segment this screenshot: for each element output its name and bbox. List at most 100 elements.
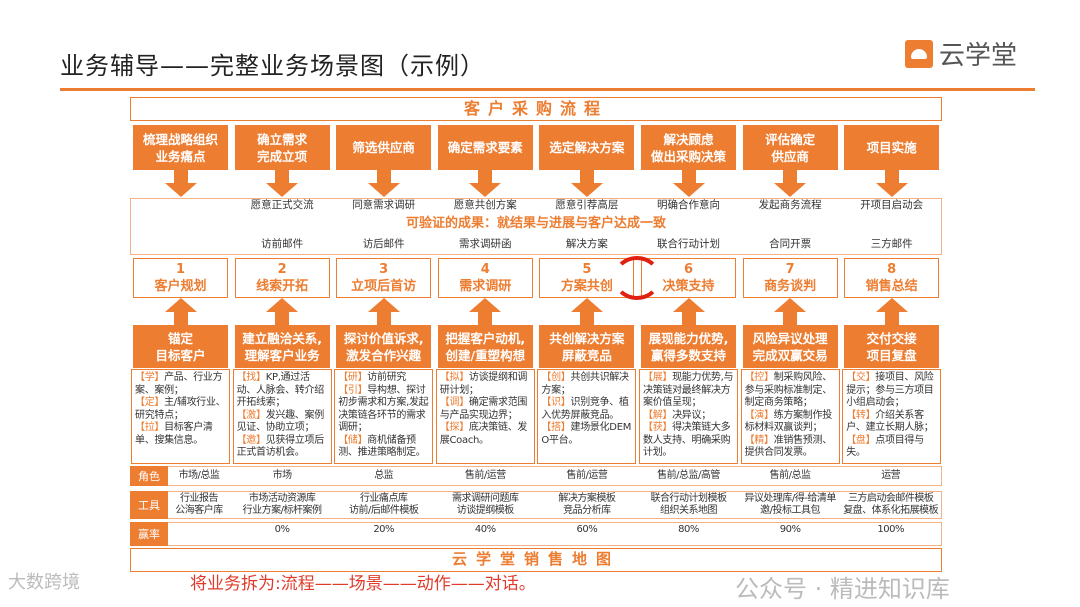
detail-text: 目标客户清单、搜集信息。 — [135, 422, 213, 446]
detail-key: 【激】 — [236, 409, 266, 421]
detail-key: 【调】 — [439, 397, 469, 408]
detail-text: 练方案制作投标材料双赢谈判； — [744, 409, 833, 434]
row-cell-role: 售前/运营 — [464, 470, 506, 481]
arrow-down-icon — [164, 183, 197, 197]
detail-text: 制采购风险、参与采购标准制定、制定商务策略； — [744, 372, 833, 408]
arrow-stem — [681, 170, 696, 184]
detail-key: 【邀】 — [236, 434, 266, 446]
slogan: 将业务拆为:流程——场景——动作——对话。 — [190, 574, 536, 594]
arrow-stem — [579, 170, 594, 184]
milestone: 愿意正式交流 — [250, 199, 314, 211]
detail-text: 共创共识解决方案； — [541, 372, 629, 396]
page-title: 业务辅导——完整业务场景图（示例） — [60, 52, 485, 80]
detail-text: 访谈提纲和调研计划； — [439, 372, 528, 396]
detail-box: 【学】产品、行业方案、案例；【定】主/辅攻行业、研究特点；【拉】目标客户清单、搜… — [131, 369, 230, 464]
detail-box: 【展】现能力优势,与决策链对最终解决方案价值呈现；【解】决异议；【获】得决策链大… — [639, 369, 738, 464]
deliverable: 访前邮件 — [261, 238, 304, 250]
flow-step: 项目实施 — [844, 125, 940, 170]
arrow-down-icon — [266, 183, 299, 197]
row-label-tools: 工具 — [130, 491, 168, 519]
stage-number: 3 — [379, 262, 389, 277]
arrow-up-icon — [570, 298, 603, 312]
stage-number: 2 — [277, 262, 287, 277]
stage-number: 4 — [480, 262, 490, 277]
flow-step: 梳理战略组织 业务痛点 — [133, 125, 228, 170]
flow-step: 确定需求要素 — [437, 125, 533, 170]
flow-step: 筛选供应商 — [336, 125, 432, 170]
detail-text: 见获得立项后正式首访机会。 — [236, 434, 325, 459]
stage-label: 销售总结 — [865, 279, 918, 294]
stage-number: 8 — [887, 262, 897, 277]
verify-text: 可验证的成果：就结果与进展与客户达成一致 — [405, 216, 666, 231]
row-cell-role: 市场 — [272, 470, 293, 481]
detail-text: 发兴趣、案例见证、协助立项； — [236, 409, 325, 434]
stage-number: 7 — [785, 262, 795, 277]
detail-key: 【研】 — [338, 372, 368, 383]
detail-text: 识别竞争、植入优势屏蔽竞品。 — [541, 397, 629, 421]
row-cell-tools: 异议处理库/得-给清单 邀/投标工具包 — [744, 493, 836, 516]
row-cell-tools: 解决方案模板 竞品分析库 — [558, 493, 616, 516]
row-cell-role: 总监 — [374, 470, 394, 481]
detail-key: 【展】 — [643, 372, 673, 383]
detail-key: 【搭】 — [541, 422, 571, 433]
stage-box: 8 销售总结 — [844, 258, 940, 298]
deliverable: 需求调研函 — [459, 238, 512, 250]
action-box: 把握客户动机, 创建/重塑构想 — [437, 325, 533, 368]
deliverable: 三方邮件 — [870, 238, 913, 250]
arrow-down-icon — [570, 183, 603, 197]
detail-key: 【学】 — [135, 372, 165, 383]
row-cell-winrate: 90% — [779, 524, 801, 535]
arrow-down-icon — [367, 183, 400, 197]
deliverable: 访后邮件 — [362, 238, 405, 250]
row-cell-role: 运营 — [881, 470, 901, 481]
deliverable: 解决方案 — [565, 238, 608, 250]
detail-text: KP,通过活动、人脉会、转介绍开拓线索； — [236, 372, 325, 408]
arrow-up-icon — [875, 298, 908, 312]
milestone: 愿意共创方案 — [453, 199, 517, 211]
detail-key: 【交】 — [846, 372, 876, 383]
arrow-stem — [173, 170, 188, 184]
detail-text: 建场景化DEMO平台。 — [541, 422, 632, 446]
row-cell-role: 售前/总监 — [769, 470, 811, 481]
flow-step: 评估确定 供应商 — [742, 125, 838, 170]
flow-title: 客户采购流程 — [130, 97, 942, 121]
cycle-arrow-icon — [613, 256, 661, 300]
row-label-winrate: 赢率 — [130, 522, 168, 546]
watermark: 公众号 · 精进知识库 — [735, 575, 950, 603]
detail-box: 【交】接项目、风险提示；参与三方项目小组启动会；【转】介绍关系客户、建立长期人脉… — [842, 369, 942, 464]
detail-key: 【精】 — [744, 434, 774, 446]
detail-key: 【识】 — [541, 397, 571, 408]
watermark: 大数跨境 — [8, 572, 80, 593]
detail-text: 点项目得与失。 — [846, 434, 924, 459]
arrow-up-icon — [672, 298, 705, 312]
arrow-stem — [275, 170, 290, 184]
milestone: 愿意引荐高层 — [555, 199, 619, 211]
milestone: 开项目启动会 — [860, 199, 924, 211]
arrow-up-icon — [774, 298, 807, 312]
arrow-stem — [783, 170, 798, 184]
arrow-up-icon — [164, 298, 197, 312]
detail-text: 介绍关系客户、建立长期人脉； — [846, 409, 934, 434]
row-cell-winrate: 80% — [678, 524, 699, 535]
detail-box: 【创】共创共识解决方案；【识】识别竞争、植入优势屏蔽竞品。【搭】建场景化DEMO… — [537, 369, 637, 464]
detail-text: 导构想、探讨初步需求和方案,发起决策链各环节的需求调研； — [338, 384, 429, 434]
arrow-stem — [478, 170, 493, 184]
action-box: 探讨价值诉求, 激发合作兴趣 — [336, 325, 432, 368]
detail-key: 【获】 — [643, 422, 673, 433]
arrow-stem — [884, 170, 899, 184]
row-cell-winrate: 40% — [474, 524, 496, 535]
deliverable: 联合行动计划 — [657, 238, 720, 250]
deliverable: 合同开票 — [769, 238, 812, 250]
logo: 云学堂 — [905, 35, 1017, 72]
row-cell-role: 售前/总监/高管 — [657, 470, 720, 481]
title-divider — [60, 88, 1035, 91]
detail-box: 【拟】访谈提纲和调研计划；【调】确定需求范围与产品实现边界；【探】底决策链、发展… — [435, 369, 535, 464]
stage-label: 线索开拓 — [256, 279, 309, 294]
detail-text: 产品、行业方案、案例； — [135, 372, 223, 396]
row-cell-tools: 联合行动计划模板 组织关系地图 — [650, 493, 728, 516]
stage-box: 2 线索开拓 — [234, 258, 330, 298]
detail-key: 【定】 — [135, 397, 165, 408]
